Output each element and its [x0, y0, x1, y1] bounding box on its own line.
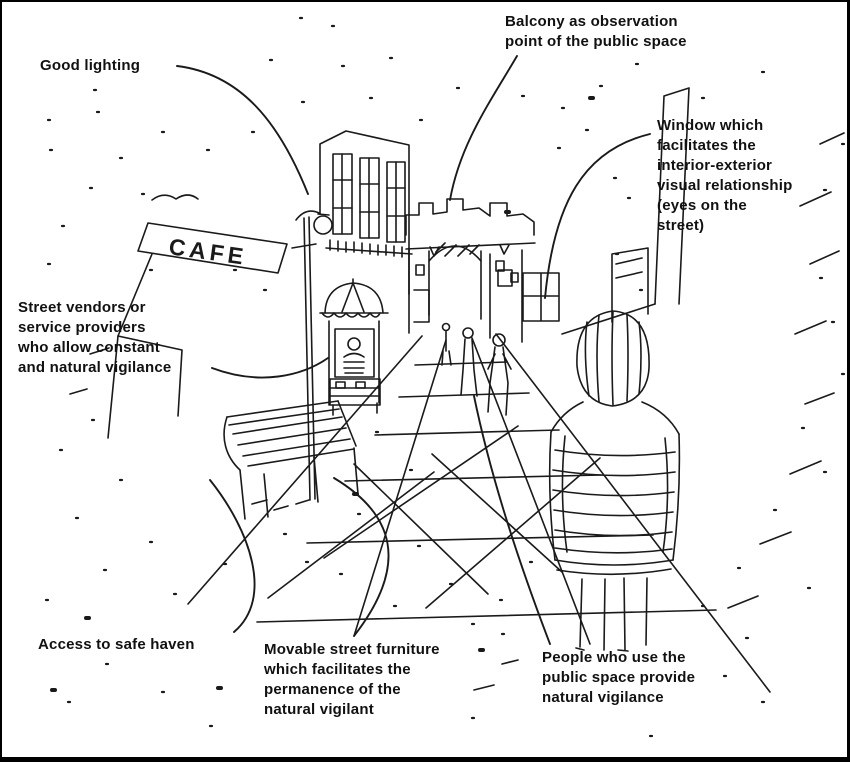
- street-window: [522, 272, 560, 322]
- annotation-people: People who use the public space provide …: [542, 649, 696, 706]
- leader-good-lighting: [176, 65, 309, 195]
- leader-lines: [176, 55, 651, 645]
- leader-safe-haven: [209, 479, 256, 633]
- annotation-window: Window which facilitates the interior-ex…: [657, 117, 793, 234]
- street-lamp: [291, 210, 333, 501]
- leader-balcony: [449, 55, 518, 201]
- annotation-good-lighting: Good lighting: [40, 57, 141, 74]
- cafe-awning: [107, 194, 288, 439]
- annotation-street-vendors: Street vendors or service providers who …: [18, 299, 172, 376]
- annotation-balcony: Balcony as observation point of the publ…: [505, 13, 687, 50]
- annotation-movable-furniture: Movable street furniture which facilitat…: [264, 641, 440, 718]
- pedestrians: [441, 322, 512, 416]
- distant-arch-skyline: [405, 198, 536, 343]
- annotation-safe-haven: Access to safe haven: [38, 636, 195, 653]
- cafe-sign-text: CAFE: [167, 233, 248, 270]
- bench: [223, 400, 359, 520]
- leader-street-vendors: [211, 357, 329, 379]
- foreground-person: [548, 310, 681, 652]
- leader-people: [473, 395, 551, 645]
- balcony-building: [319, 130, 413, 295]
- leader-movable-furniture: [333, 477, 390, 637]
- leader-window: [544, 133, 651, 299]
- speckle-dots: [44, 16, 846, 738]
- right-buildings: [561, 87, 845, 609]
- vendor-kiosk: [319, 278, 389, 416]
- ground-marks: [69, 347, 519, 691]
- street-pavement: [187, 333, 771, 693]
